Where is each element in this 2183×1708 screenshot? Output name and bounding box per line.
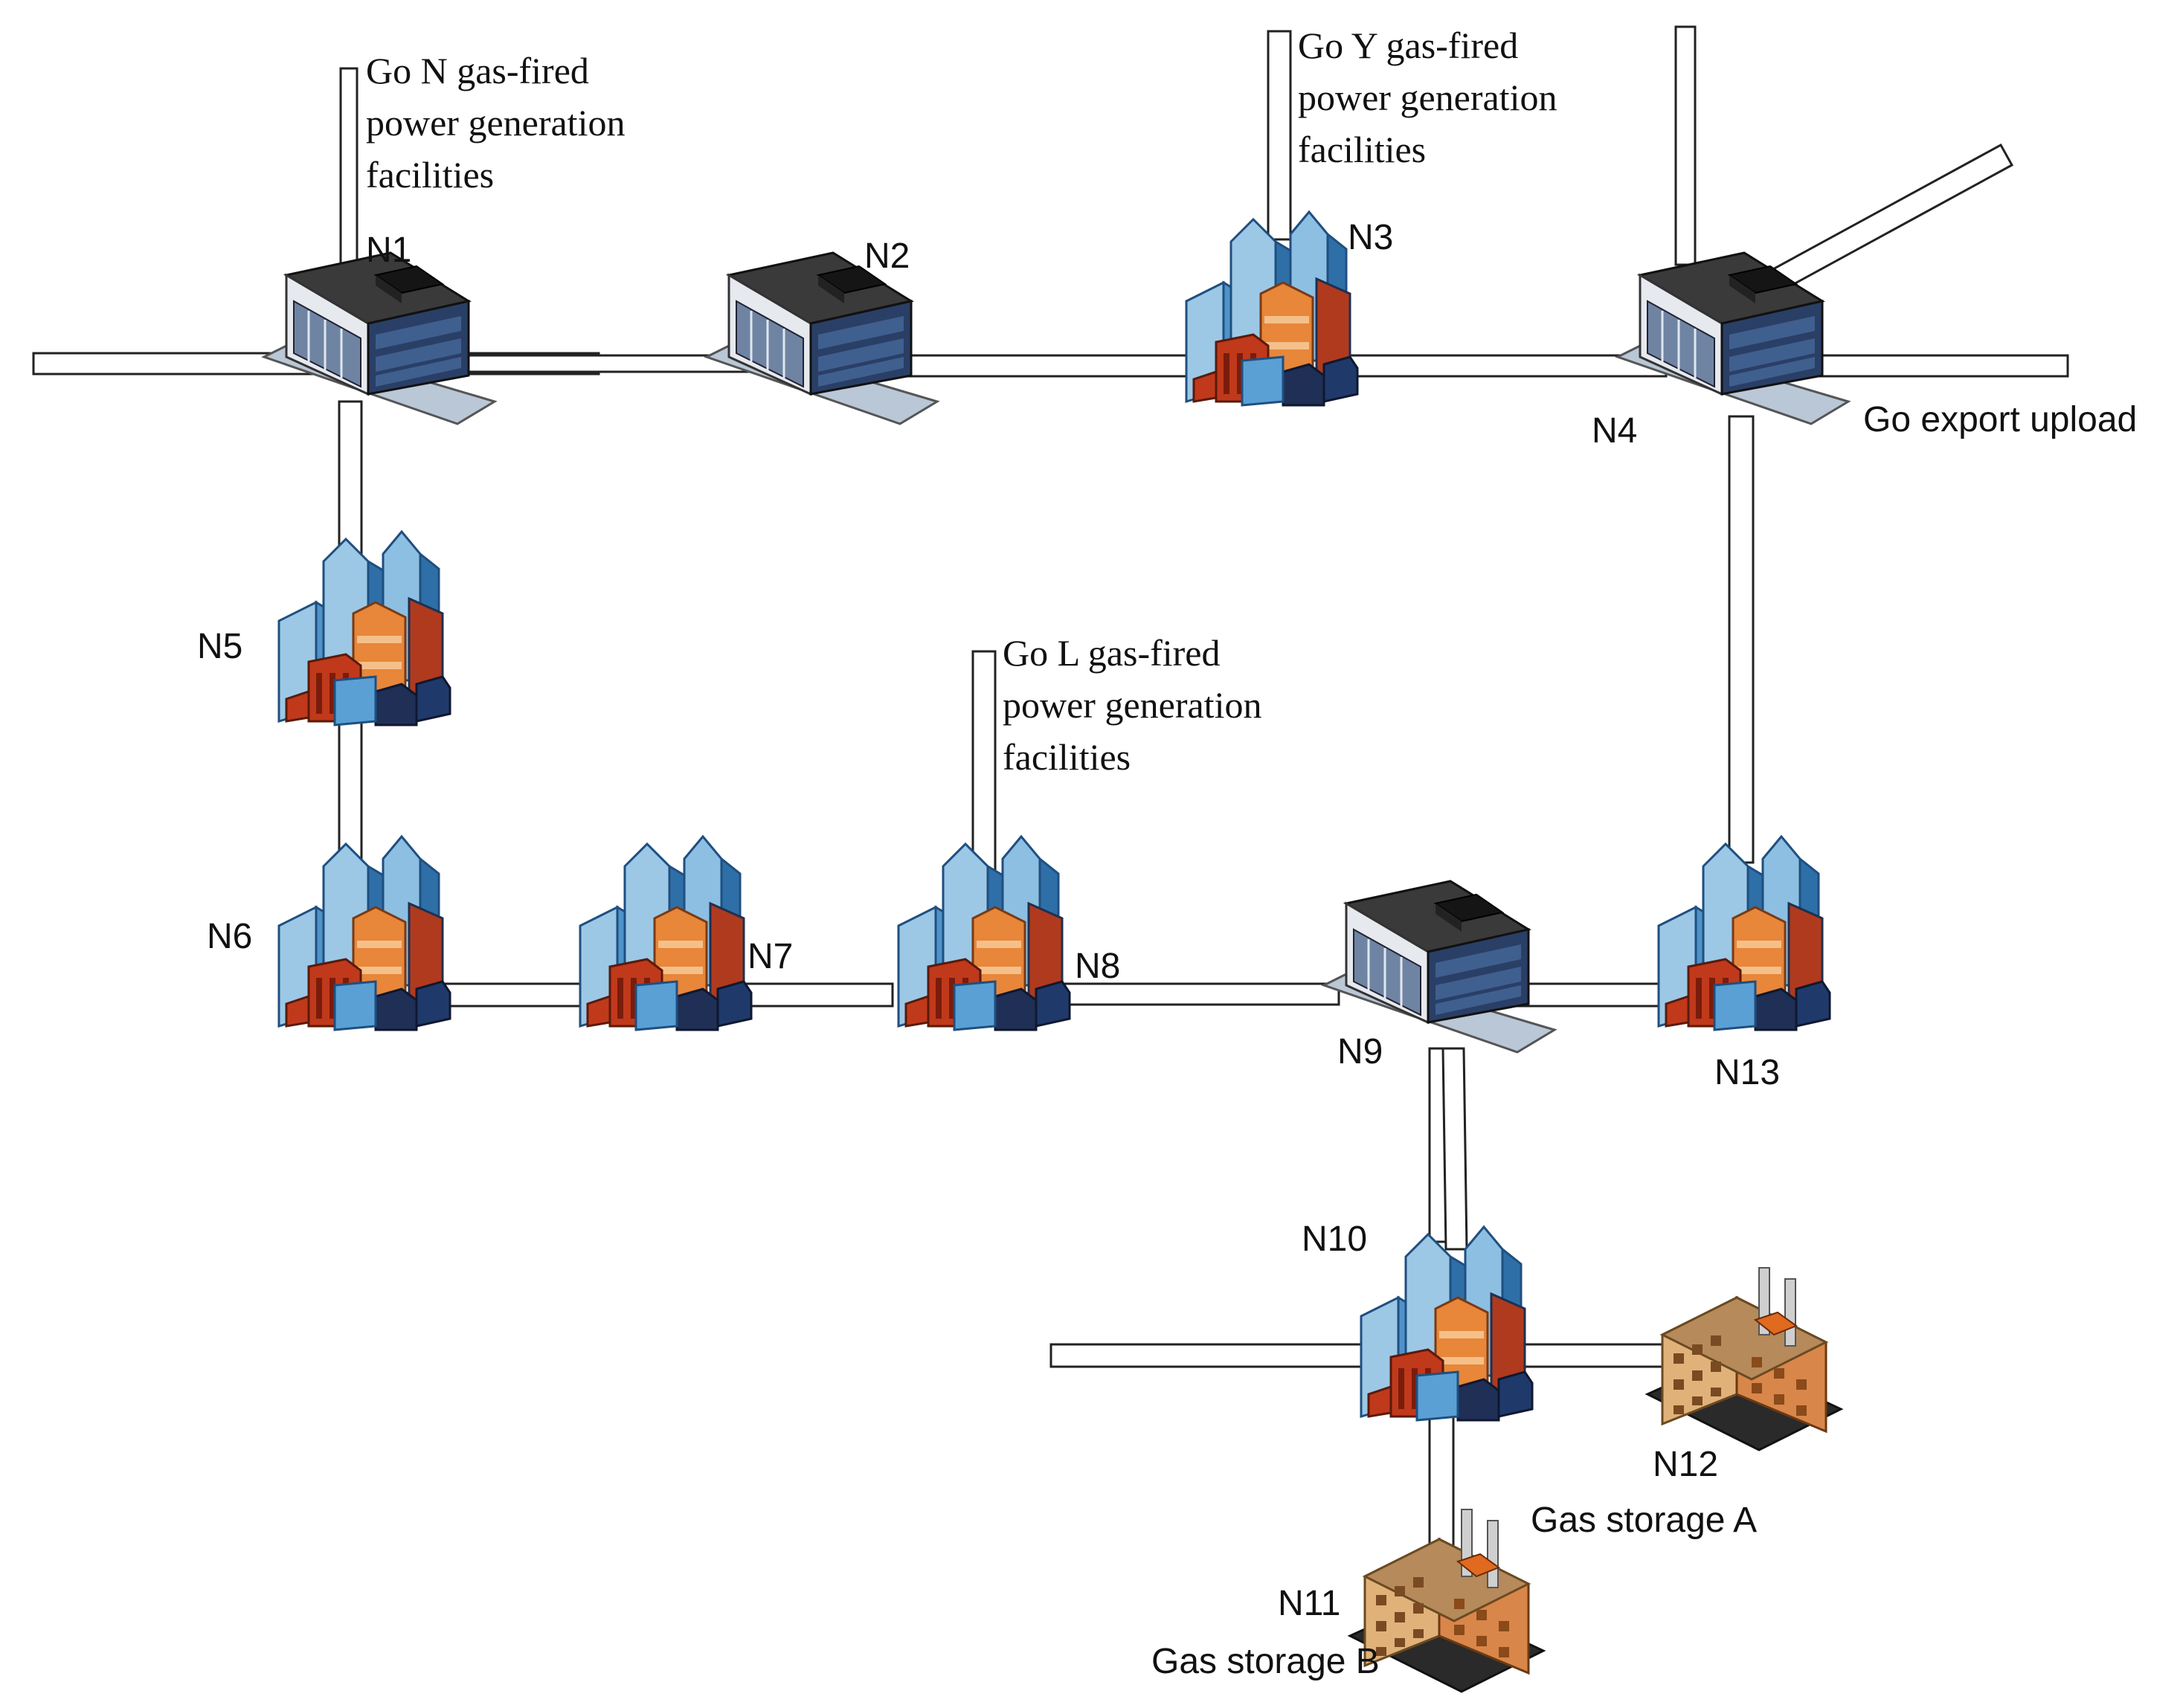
- export-label: Go export upload: [1863, 400, 2137, 439]
- pipe-n9-n13: [1516, 982, 1668, 1008]
- pipe-n4-n13: [1728, 415, 1755, 864]
- n10-city-icon: [1360, 1225, 1534, 1422]
- pipe-n3-go-y: [1267, 30, 1292, 241]
- go-n-label-line3: facilities: [366, 154, 494, 196]
- n5-city-icon: [277, 530, 451, 726]
- storage-a-label: Gas storage A: [1531, 1501, 1757, 1540]
- pipe-n7-n8: [727, 982, 894, 1008]
- pipe-n8-n9: [1055, 982, 1340, 1006]
- pipe-n2-n3: [898, 354, 1214, 378]
- go-n-label-line1: Go N gas-fired: [366, 50, 589, 91]
- pipe-east-outlet: [1784, 354, 2069, 378]
- n8-city-icon: [897, 835, 1071, 1031]
- node-label-n4: N4: [1592, 411, 1637, 451]
- pipe-n9-n10-b: [1441, 1047, 1468, 1251]
- n9-facility-icon: [1322, 880, 1556, 1054]
- n3-city-icon: [1185, 210, 1359, 407]
- n6-city-icon: [277, 835, 451, 1031]
- node-labels: N1 N2 N3 N4 N5 N6 N7 N8 N9 N10 N11 N12 N…: [197, 218, 1780, 1623]
- annotations: Go N gas-fired power generation faciliti…: [366, 25, 2137, 1681]
- go-l-label-line1: Go L gas-fired: [1003, 632, 1220, 674]
- node-label-n3: N3: [1348, 218, 1393, 257]
- node-label-n1: N1: [366, 231, 411, 270]
- node-label-n8: N8: [1075, 947, 1120, 986]
- node-label-n9: N9: [1337, 1032, 1383, 1071]
- go-n-label-line2: power generation: [366, 102, 625, 144]
- n1-facility-icon: [263, 251, 496, 425]
- pipe-n3-n4: [1322, 354, 1668, 378]
- node-label-n2: N2: [864, 236, 910, 276]
- node-label-n7: N7: [748, 937, 793, 976]
- n4-facility-icon: [1616, 251, 1850, 425]
- n12-storage-icon: [1646, 1266, 1842, 1451]
- pipe-n4-export: [1753, 143, 2014, 301]
- pipeline-layer: [32, 25, 2069, 1563]
- node-label-n5: N5: [197, 627, 242, 666]
- go-l-label-line3: facilities: [1003, 736, 1131, 778]
- node-label-n13: N13: [1714, 1053, 1780, 1092]
- n13-city-icon: [1657, 835, 1831, 1031]
- storage-b-label: Gas storage B: [1151, 1642, 1380, 1681]
- go-l-label-line2: power generation: [1003, 684, 1261, 726]
- go-y-label-line2: power generation: [1298, 77, 1557, 118]
- go-y-label-line1: Go Y gas-fired: [1298, 25, 1518, 66]
- node-label-n10: N10: [1302, 1219, 1367, 1259]
- node-label-n12: N12: [1653, 1445, 1718, 1484]
- n7-city-icon: [579, 835, 753, 1031]
- node-label-n6: N6: [207, 917, 252, 956]
- go-y-label-line3: facilities: [1298, 129, 1426, 170]
- pipe-n4-north: [1674, 25, 1697, 266]
- node-label-n11: N11: [1278, 1584, 1341, 1623]
- n2-facility-icon: [705, 251, 939, 425]
- pipe-n10-west: [1049, 1343, 1380, 1368]
